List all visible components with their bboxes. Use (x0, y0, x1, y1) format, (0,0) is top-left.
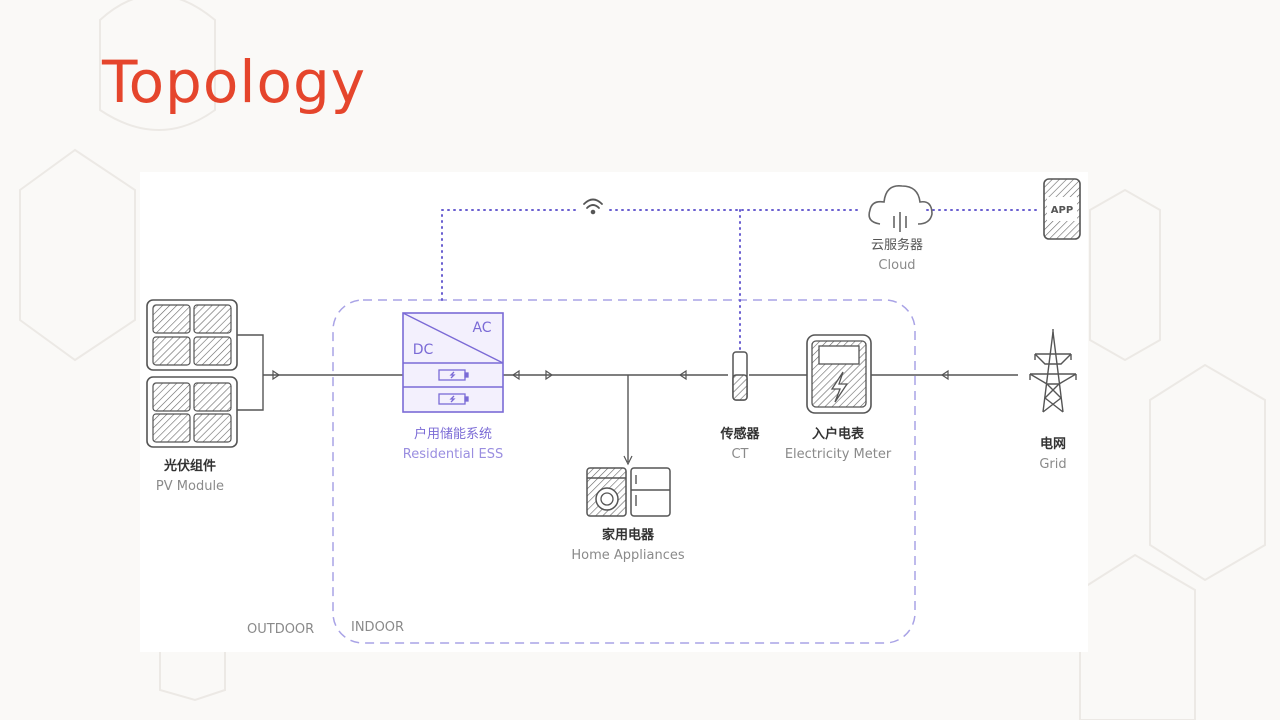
outdoor-zone-label: OUTDOOR (247, 622, 314, 637)
topology-panel: 云服务器 Cloud APP 光伏组件 PV Module (140, 172, 1088, 652)
ess-label-cn: 户用储能系统 (414, 426, 492, 442)
ct-label-en: CT (731, 447, 748, 462)
wifi-communication-lines (441, 209, 1039, 351)
residential-ess-icon: AC DC (402, 312, 504, 413)
pv-module-icon (146, 299, 238, 448)
grid-tower-icon (1029, 329, 1077, 413)
indoor-zone-boundary (332, 299, 916, 644)
electricity-meter-icon (806, 334, 872, 414)
ess-label-en: Residential ESS (403, 447, 503, 462)
flow-arrows (272, 369, 949, 466)
ct-sensor-icon (732, 351, 748, 401)
pv-label-cn: 光伏组件 (163, 458, 216, 474)
home-appliances-icon (586, 467, 671, 517)
appliances-label-cn: 家用电器 (602, 527, 655, 543)
power-lines (237, 334, 1018, 462)
appliances-label-en: Home Appliances (571, 548, 684, 563)
pv-label-en: PV Module (156, 479, 224, 494)
ess-dc-label: DC (413, 342, 434, 358)
cloud-icon (868, 185, 933, 232)
battery-icon (438, 369, 469, 405)
slide-title: Topology (102, 48, 367, 116)
indoor-zone-label: INDOOR (351, 620, 404, 635)
wifi-icon (583, 198, 603, 215)
cloud-label-cn: 云服务器 (871, 237, 923, 253)
app-phone-icon: APP (1043, 178, 1081, 240)
ess-ac-label: AC (472, 320, 491, 336)
cloud-label-en: Cloud (878, 258, 915, 273)
grid-label-cn: 电网 (1040, 436, 1066, 452)
grid-label-en: Grid (1039, 457, 1066, 472)
meter-label-en: Electricity Meter (785, 447, 892, 462)
meter-label-cn: 入户电表 (812, 426, 865, 442)
ct-label-cn: 传感器 (719, 426, 760, 442)
app-label: APP (1051, 205, 1073, 216)
topology-diagram: 云服务器 Cloud APP 光伏组件 PV Module (146, 178, 1081, 644)
